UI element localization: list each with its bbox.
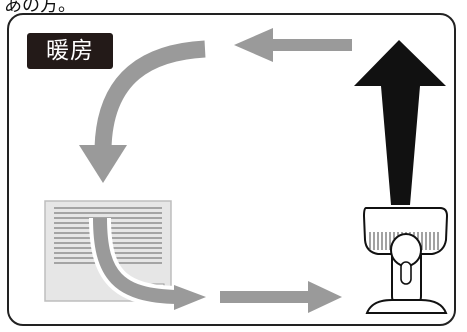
cropped-header-text: あの方。 — [0, 0, 467, 14]
arrow-bottom-right — [220, 281, 342, 313]
mode-label: 暖房 — [27, 33, 113, 69]
arrow-top-left — [234, 28, 352, 62]
circulator-fan-icon — [362, 207, 449, 314]
diagram-frame — [7, 13, 456, 326]
arrow-out-of-unit — [89, 217, 206, 310]
header-fragment: あの方。 — [4, 0, 76, 14]
arrow-up-black — [354, 40, 446, 205]
arrow-curve-down — [79, 40, 206, 183]
